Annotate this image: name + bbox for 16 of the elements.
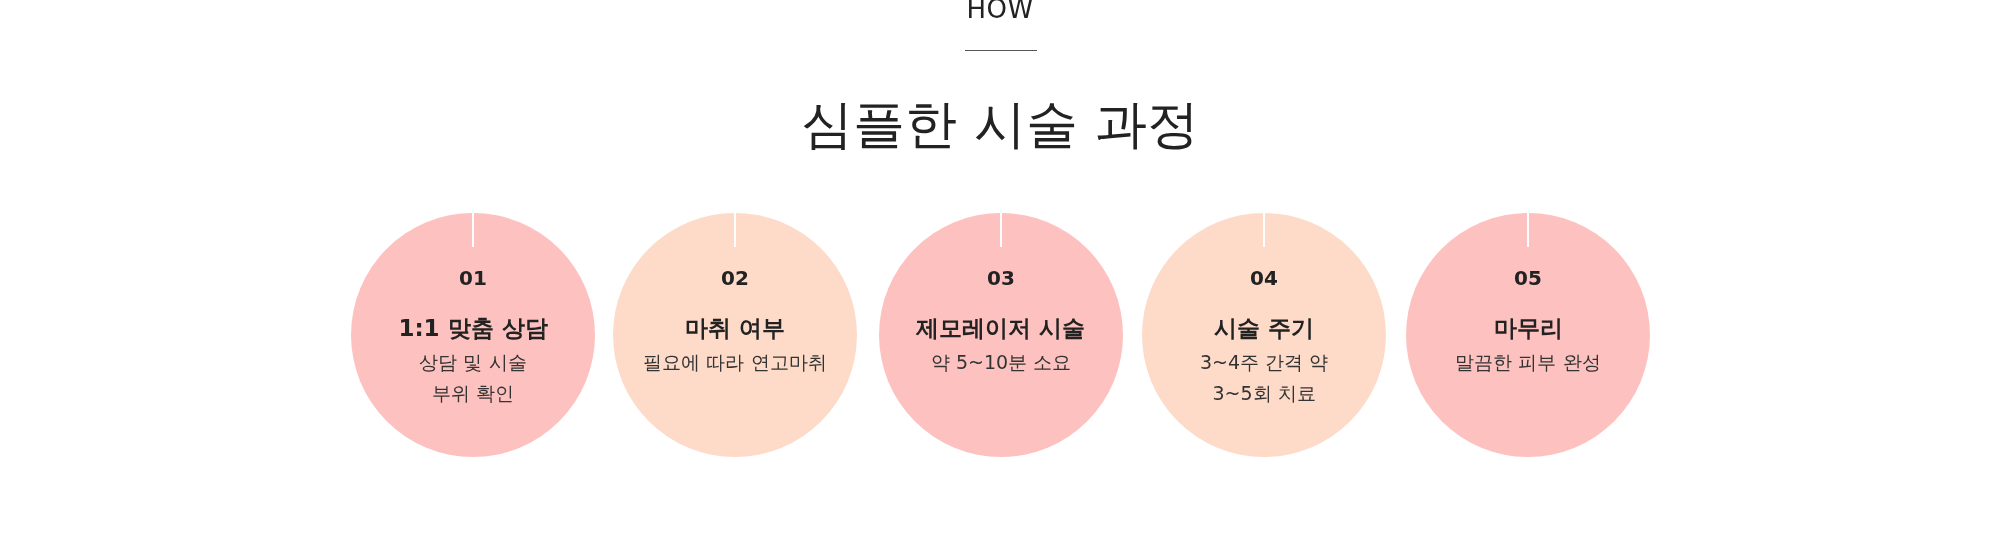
step-title: 1:1 맞춤 상담: [397, 314, 549, 343]
step-description: 상담 및 시술 부위 확인: [418, 350, 528, 406]
section-title: 심플한 시술 과정: [800, 93, 1200, 156]
step-number: 05: [1513, 265, 1543, 291]
step-description: 약 5~10분 소요: [929, 350, 1073, 375]
step-title: 시술 주기: [1213, 314, 1315, 343]
step-number: 03: [986, 265, 1016, 291]
step-number: 04: [1249, 265, 1279, 291]
step-description: 말끔한 피부 완성: [1454, 350, 1602, 375]
step-title: 제모레이저 시술: [915, 314, 1087, 343]
step-title: 마무리: [1492, 314, 1564, 343]
step-title: 마취 여부: [684, 314, 786, 343]
step-number: 01: [458, 265, 488, 291]
step-description: 3~4주 간격 약 3~5회 치료: [1198, 350, 1330, 406]
step-number: 02: [720, 265, 750, 291]
step-description: 필요에 따라 연고마취: [642, 350, 828, 375]
